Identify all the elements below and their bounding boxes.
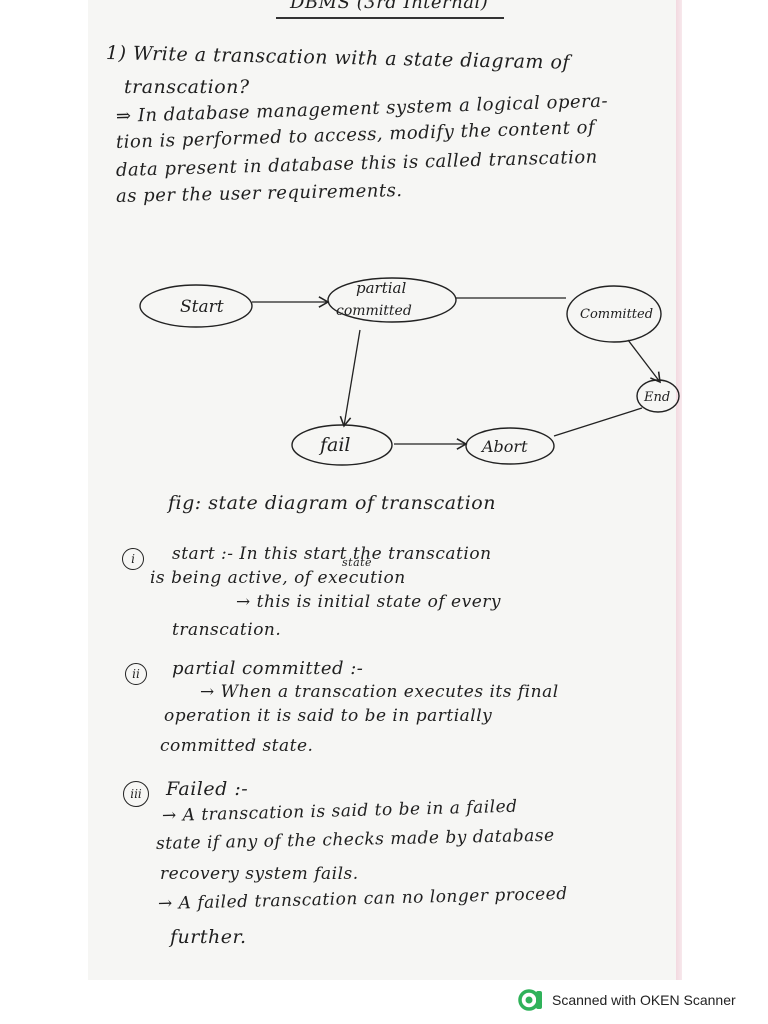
point-3-line-6: further. [170,926,247,948]
state-end-label: End [643,390,670,405]
header-underline [276,17,504,19]
point-2-line-3: operation it is said to be in partially [164,706,493,726]
state-end [636,379,680,413]
state-abort-label: Abort [480,437,528,456]
notebook-page [88,0,682,980]
state-abort [465,427,555,465]
state-start [139,284,253,328]
point-3-number: iii [123,781,149,807]
edge-committed-end [627,339,661,384]
state-diagram: Start partial committed Committed End fa… [139,277,680,466]
state-partial-label-2: committed [336,303,412,319]
state-fail [291,424,393,466]
point-2-line-1: partial committed :- [172,658,364,679]
point-3-line-1: Failed :- [166,778,249,800]
state-start-label: Start [180,297,224,317]
point-2-number: ii [125,663,147,685]
point-2-line-2: → When a transcation executes its final [200,682,559,702]
state-partial-label-1: partial [356,279,406,297]
page-header: DBMS (3rd Internal) [290,0,489,13]
point-1-insert: state [342,556,373,569]
point-1-line-1: start :- In this start the transcation [172,544,492,564]
point-1-line-3: → this is initial state of every [236,592,501,612]
scanner-watermark-text: Scanned with OKEN Scanner [552,992,736,1008]
oken-logo-icon [518,989,542,1011]
point-1-number: i [122,548,144,570]
point-1-line-2: is being active, of execution [150,568,406,588]
point-3-line-4: recovery system fails. [160,864,359,884]
point-1-line-4: transcation. [172,620,282,640]
edge-abort-end [553,407,643,437]
state-committed [566,285,662,343]
diagram-caption: fig: state diagram of transcation [168,492,496,514]
scanner-watermark: Scanned with OKEN Scanner [518,989,736,1011]
point-2-line-4: committed state. [160,736,314,756]
edge-partial-fail [339,329,361,428]
question-line-2: transcation? [124,76,250,98]
page-edge [676,0,682,980]
state-fail-label: fail [318,434,351,456]
state-partial-committed [327,277,457,323]
state-committed-label: Committed [580,307,653,322]
